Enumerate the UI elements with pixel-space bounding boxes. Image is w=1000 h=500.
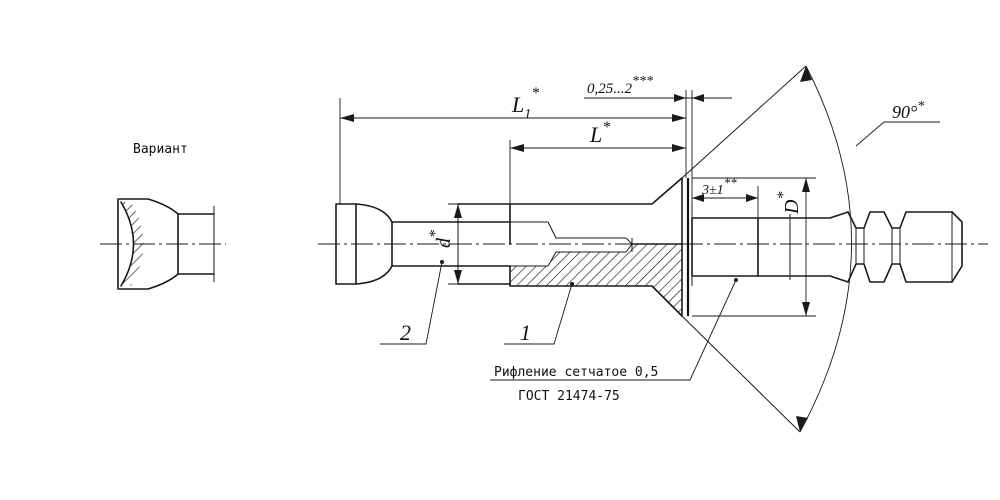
l-arrow-left — [510, 144, 524, 152]
angle-arrow-bottom — [796, 416, 808, 432]
gap-label: 0,25...2*** — [587, 74, 653, 97]
knurl-note-line2: ГОСТ 21474-75 — [518, 389, 620, 404]
punch-shank — [391, 221, 511, 267]
callout-2: 2 — [380, 260, 444, 345]
rod-end — [951, 211, 963, 283]
d-big-arrow-top — [802, 178, 810, 192]
d-small-arrow-bottom — [454, 270, 462, 284]
angle-arrow-top — [800, 66, 812, 82]
dim-d-big: D* — [692, 177, 816, 317]
variant-view: Вариант — [100, 142, 226, 290]
bushing-upper-profile — [509, 177, 683, 245]
knurl-arrow-left — [692, 194, 704, 202]
gap-arrow-left — [674, 94, 686, 102]
angle-construction: 90°* — [681, 65, 940, 433]
angle-leg-lower — [681, 315, 801, 433]
d-small-label: d* — [427, 230, 455, 248]
rod-body — [757, 211, 849, 283]
knurl-note-line1: Рифление сетчатое 0,5 — [494, 365, 658, 380]
l1-arrow-right — [672, 114, 686, 122]
l1-arrow-left — [340, 114, 354, 122]
angle-leg-upper — [681, 65, 807, 179]
rod-grooves-bottom — [847, 263, 953, 283]
knurl-label: 3±1** — [701, 175, 737, 198]
knurled-rod — [686, 178, 963, 316]
callout-2-label: 2 — [400, 320, 411, 345]
angle-label: 90°* — [892, 99, 924, 122]
l1-label: L1* — [511, 85, 539, 122]
punch-inner-top — [510, 221, 626, 239]
bushing-section-hatch — [510, 244, 682, 316]
d-small-arrow-top — [454, 204, 462, 218]
rod-grooves-top — [847, 211, 953, 229]
callout-1: 1 — [504, 282, 574, 345]
callout-1-leader — [504, 283, 573, 345]
bushing-section-outline — [509, 243, 683, 317]
punch-head-flare — [355, 203, 393, 285]
l-label: L* — [589, 119, 610, 147]
gap-arrow-right — [692, 94, 704, 102]
angle-arc — [799, 65, 852, 433]
callout-2-leader — [380, 261, 443, 345]
knurl-arrow-right — [746, 194, 758, 202]
punch-head-hatched — [335, 203, 357, 285]
l-arrow-right — [672, 144, 686, 152]
dim-gap: 0,25...2*** — [584, 74, 732, 204]
d-big-arrow-bottom — [802, 302, 810, 316]
callout-1-label: 1 — [520, 320, 531, 345]
rod-groove-edges — [855, 228, 901, 264]
bushing-upper-left — [457, 203, 511, 245]
dim-knurl: 3±1** — [692, 175, 759, 218]
variant-shank — [177, 213, 215, 275]
knurl-area — [691, 217, 759, 277]
dim-l: L* — [509, 119, 686, 204]
variant-label: Вариант — [133, 142, 188, 157]
variant-head-hatch — [121, 202, 144, 286]
angle-leader — [855, 121, 940, 147]
knurl-note: Рифление сетчатое 0,5 ГОСТ 21474-75 — [490, 278, 738, 404]
dim-l1: L1* — [339, 85, 687, 204]
dim-d-small: d* — [427, 203, 468, 285]
d-big-label: D* — [775, 192, 803, 215]
main-view: 90°* L1* L* 0,25...2*** — [318, 65, 988, 433]
part-1-bushing — [457, 177, 683, 317]
knurl-note-leader — [490, 279, 737, 381]
